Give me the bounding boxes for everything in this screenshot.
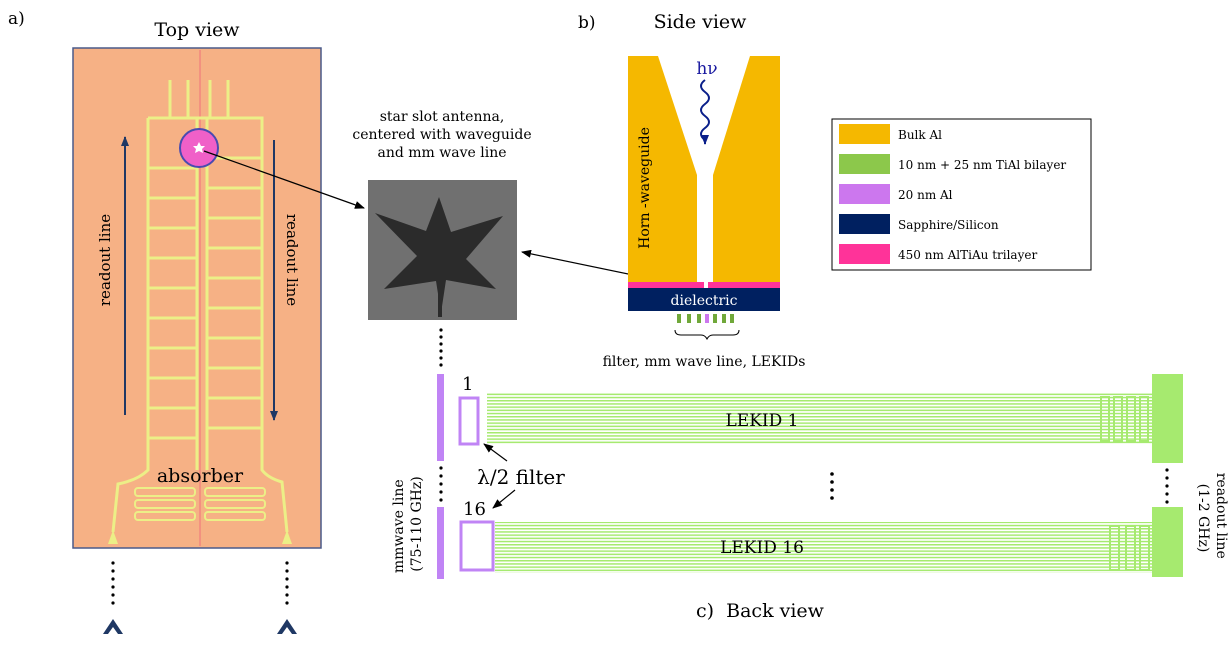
horn-label: Horn -waveguide	[637, 127, 653, 249]
legend-item: 20 nm Al	[839, 184, 953, 204]
filter-label: λ/2 filter	[477, 465, 565, 489]
back-view-title: c) Back view	[696, 600, 825, 622]
panel-a-top-view: a) Top view	[8, 9, 322, 634]
readout-freq-label-1: readout line	[1213, 473, 1229, 559]
mmwave-line-top	[437, 374, 444, 461]
antenna-caption-line2: centered with waveguide	[352, 127, 531, 143]
sem-dots	[439, 328, 443, 367]
filter-arrow-down	[492, 489, 516, 509]
antenna-sem-image: star slot antenna, centered with wavegui…	[203, 109, 706, 367]
panel-a-letter: a)	[8, 9, 25, 29]
panel-b-side-view: b) Side view Horn -waveguide hν dielectr…	[578, 11, 805, 370]
mmwave-line-label-2: (75-110 GHz)	[409, 476, 425, 571]
panel-c-back-view: mmwave line (75-110 GHz) readout line (1…	[391, 374, 1229, 622]
lekid-number-last: 16	[463, 499, 486, 520]
mmwave-line-label-1: mmwave line	[391, 479, 407, 573]
star-icon	[193, 142, 205, 153]
filter-1	[458, 396, 480, 446]
photon-wave-arrow	[700, 79, 710, 145]
lekid-number-first: 1	[462, 374, 473, 395]
antenna-zoom-arrow	[203, 150, 365, 209]
readout-pad-bottom	[1152, 507, 1183, 577]
mm-wave-line-stub	[438, 255, 442, 317]
lekid-1-label: LEKID 1	[726, 411, 799, 431]
antenna-caption-line1: star slot antenna,	[380, 109, 505, 125]
legend-item: Sapphire/Silicon	[839, 214, 999, 234]
lekid-16-label: LEKID 16	[720, 538, 804, 558]
dielectric-label: dielectric	[671, 293, 738, 309]
trilayer-left	[628, 282, 704, 288]
mmwave-line-bottom	[437, 507, 444, 579]
readout-pad-top	[1152, 374, 1183, 463]
panel-b-letter: b)	[578, 13, 596, 33]
legend-item: Bulk Al	[839, 124, 942, 144]
legend: Bulk Al 10 nm + 25 nm TiAl bilayer 20 nm…	[831, 118, 1092, 271]
horn-left-wall	[628, 56, 697, 282]
absorber-label: absorber	[157, 465, 244, 487]
lekid-1: LEKID 1	[487, 393, 1152, 444]
connector-chevron-icon	[103, 619, 123, 634]
lekid-16-fingers	[495, 522, 1152, 573]
back-view-title-text: Back view	[726, 600, 825, 622]
legend-swatch	[839, 154, 890, 174]
filter-16	[459, 520, 495, 572]
antenna-caption-line3: and mm wave line	[377, 145, 506, 161]
filter-arrow-up	[483, 443, 508, 462]
feed-dots-left	[111, 561, 115, 605]
legend-item: 10 nm + 25 nm TiAl bilayer	[839, 154, 1066, 174]
ellipsis-dots	[439, 466, 1169, 504]
readout-label-left: readout line	[96, 214, 114, 306]
legend-swatch	[839, 244, 890, 264]
photon-label: hν	[696, 59, 717, 79]
mmwave-line-label: mmwave line (75-110 GHz)	[391, 475, 425, 573]
side-view-title: Side view	[654, 11, 748, 33]
lekid-1-fingers	[487, 393, 1152, 444]
legend-label: 450 nm AlTiAu trilayer	[898, 248, 1037, 262]
readout-freq-label: readout line (1-2 GHz)	[1195, 473, 1229, 564]
top-view-title: Top view	[154, 19, 240, 41]
back-side-elements	[677, 314, 734, 323]
readout-label-right: readout line	[283, 214, 301, 306]
lekid-16-capacitor	[1109, 525, 1150, 571]
legend-swatch	[839, 184, 890, 204]
trilayer-right	[708, 282, 780, 288]
dielectric-substrate	[628, 288, 780, 311]
lekid-1-capacitor	[1100, 396, 1149, 442]
legend-swatch	[839, 124, 890, 144]
absorber-meander	[134, 487, 266, 521]
horn-right-wall	[713, 56, 780, 282]
legend-label: 20 nm Al	[898, 188, 953, 202]
legend-label: Bulk Al	[898, 128, 942, 142]
readout-freq-label-2: (1-2 GHz)	[1195, 484, 1211, 553]
bond-pads	[108, 530, 292, 544]
legend-item: 450 nm AlTiAu trilayer	[839, 244, 1037, 264]
readout-traces	[111, 80, 289, 533]
legend-label: Sapphire/Silicon	[898, 218, 999, 232]
connector-chevron-icon	[277, 619, 297, 634]
feed-dots-right	[285, 561, 289, 605]
legend-swatch	[839, 214, 890, 234]
panel-c-letter: c)	[696, 600, 714, 622]
filter-brace	[674, 329, 740, 341]
lekid-16: LEKID 16	[495, 522, 1152, 573]
filter-caption: filter, mm wave line, LEKIDs	[603, 354, 806, 370]
legend-label: 10 nm + 25 nm TiAl bilayer	[898, 158, 1066, 172]
